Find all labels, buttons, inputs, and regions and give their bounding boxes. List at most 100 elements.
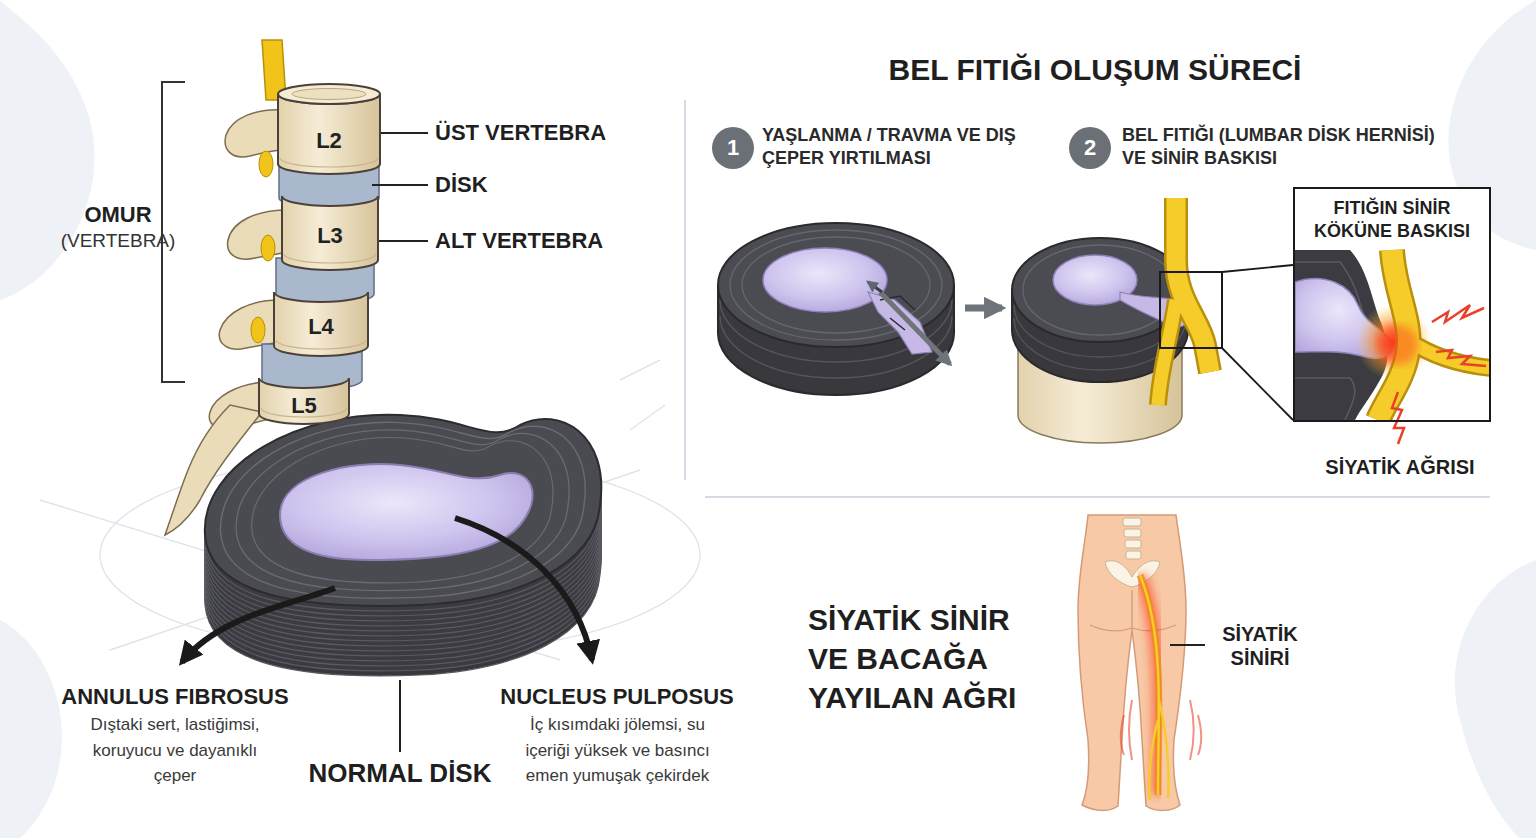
pain-bolt [1392,392,1404,444]
part-label: ANNULUS FIBROSUS [40,684,310,710]
leader-line [372,184,428,186]
nerve-compression [1378,325,1418,365]
step-number: 2 [1069,127,1111,169]
normal-disc [280,464,533,560]
part-label: NUCLEUS PULPOSUS [480,684,754,710]
vertebra-process [228,210,288,259]
normal-disc [220,422,585,598]
nerve-compression [1408,340,1489,368]
vertebra-shape [276,82,382,174]
step-number: 1 [712,127,754,169]
background-blob [0,620,62,838]
background-blob [0,0,94,300]
normal-disc [205,415,601,606]
blueprint-line [40,360,700,660]
vertebra-process [225,110,285,157]
callout-ground [1293,187,1491,422]
vertebra-shape [292,89,366,100]
title: BEL FITIĞI OLUŞUM SÜRECİ [840,52,1350,88]
vertebra-shape [259,378,349,424]
leg-figure [1078,515,1201,810]
leg-figure [1123,518,1141,526]
normal-disc [205,415,601,676]
herniated-disc [1160,272,1222,348]
leg-figure [1105,518,1160,587]
leader-line [1170,644,1205,646]
group-sublabel: (VERTEBRA) [55,230,181,253]
normal-disc [252,438,553,583]
vertebra-body: L5 [257,366,351,424]
node-label: L3 [317,222,343,250]
zoom-line [1222,348,1293,420]
facet-joint [251,317,265,343]
torn-disc [718,223,954,395]
vertebra-body: L4 [272,280,370,356]
pain-bolt [1436,350,1486,366]
vertebra-body: L2 [276,82,382,174]
pointer-arrow [455,518,592,660]
node-label: 1 [727,134,739,162]
pointer-arrow [182,588,335,662]
herniated-disc [1176,198,1210,372]
divider-line [685,100,1490,497]
zoom-line [1222,265,1293,272]
spine-disc [262,162,379,390]
step-label: BEL FITIĞI (LUMBAR DİSK HERNİSİ) VE SİNİ… [1122,124,1452,171]
leg-figure [1125,540,1141,548]
herniated-disc [1023,245,1177,335]
leg-figure [1105,561,1160,587]
vertebra-shape [282,196,378,270]
facet-joint [261,235,275,261]
leg-figure [1090,590,1176,631]
vertebra-shape [278,94,380,174]
vertebra-shape [278,84,380,104]
vertebra-shape [274,292,368,356]
herniated-disc [1012,198,1222,443]
normal-disc [236,430,569,591]
leader-line [372,240,428,242]
node-label: 2 [1084,134,1096,162]
node-label: L4 [308,313,334,341]
divider-line [684,100,686,480]
torn-disc [880,292,950,364]
process-arrow [965,305,1002,312]
part-label: NORMAL DİSK [280,758,520,789]
vertebra-process [219,300,280,349]
leg-figure [1124,529,1141,537]
pain-bolt [1432,305,1484,322]
callout-box: FITIĞIN SİNİR KÖKÜNE BASKISI [1293,187,1491,422]
leader-line [399,680,401,752]
part-label: ÜST VERTEBRA [435,120,645,146]
zoom-line [1222,265,1293,420]
blueprint-line [620,360,665,430]
leg-figure [1140,575,1169,800]
part-label: ALT VERTEBRA [435,228,645,254]
divider-line [705,496,1490,498]
description: Dıştaki sert, lastiğimsi, koruyucu ve da… [75,712,275,789]
torn-disc [763,248,887,312]
leg-figure [1121,700,1201,760]
section-heading: SİYATİK SİNİR VE BACAĞA YAYILAN AĞRI [808,600,1036,717]
vertebra-shape [276,340,366,349]
nerve-compression [1295,250,1489,420]
part-label: DİSK [435,172,555,198]
pain-bolt [1392,305,1486,444]
leg-figure [1126,551,1141,559]
node-label: L5 [291,392,317,420]
vertebra-body: L3 [280,184,380,270]
facet-joint [259,151,273,177]
background-blob [1455,560,1536,838]
herniated-disc [1012,238,1188,342]
step-label: YAŞLANMA / TRAVMA VE DIŞ ÇEPER YIRTILMAS… [762,124,1032,171]
nerve-compression [1408,340,1489,368]
vertebra-shape [280,158,378,167]
torn-disc [868,292,932,354]
herniated-disc [1176,198,1210,372]
part-label: SİYATİK SİNİRİ [1210,622,1310,670]
callout-heading: FITIĞIN SİNİR KÖKÜNE BASKISI [1301,197,1483,242]
pointer-arrow [182,518,592,662]
facet-joint [251,151,275,343]
vertebra-shape [284,254,376,263]
